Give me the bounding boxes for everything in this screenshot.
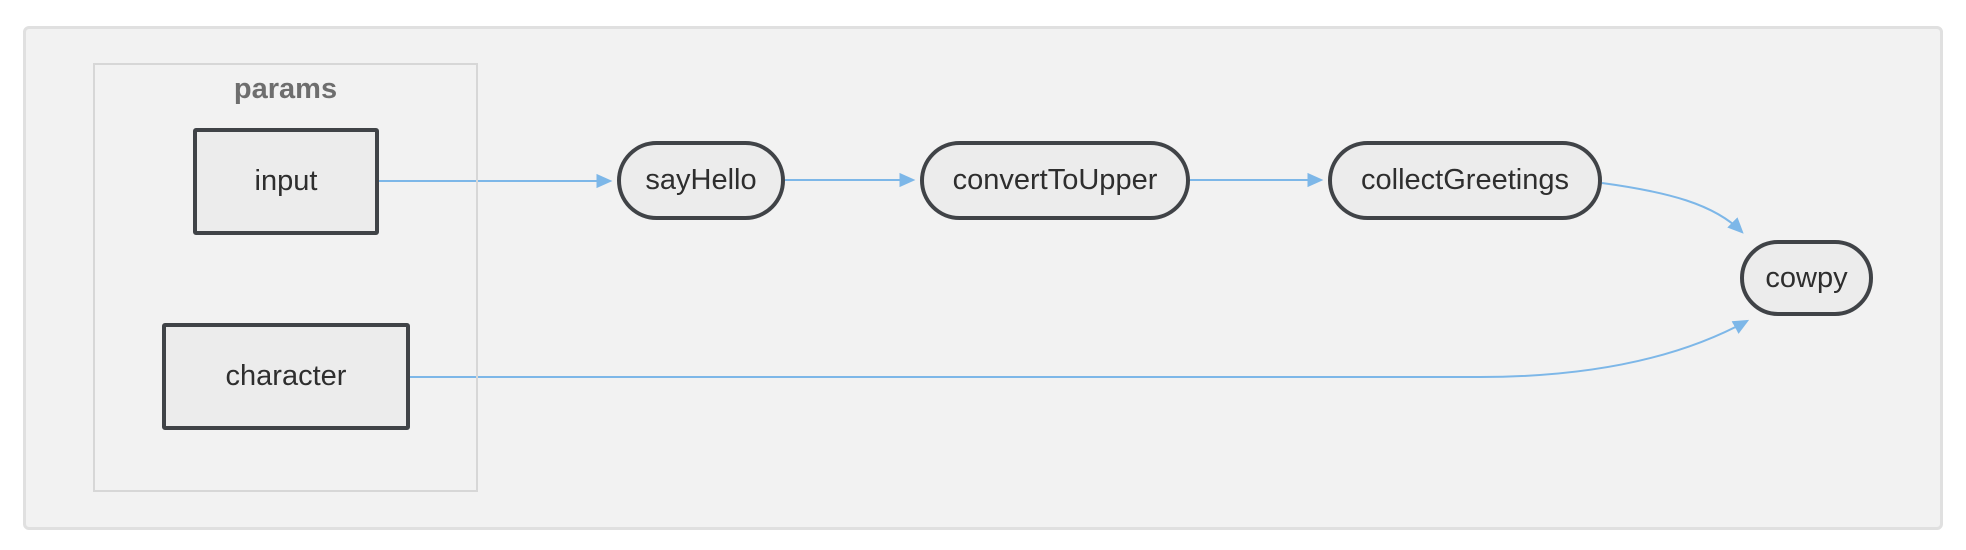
diagram-frame	[23, 26, 1943, 530]
node-convertToUpper[interactable]: convertToUpper	[920, 141, 1190, 220]
node-sayHello[interactable]: sayHello	[617, 141, 785, 220]
node-cowpy[interactable]: cowpy	[1740, 240, 1873, 316]
node-input-label: input	[254, 165, 318, 197]
group-params-label: params	[233, 73, 338, 105]
node-convertToUpper-label: convertToUpper	[952, 164, 1158, 196]
node-sayHello-label: sayHello	[645, 164, 757, 196]
node-collectGreetings-label: collectGreetings	[1361, 164, 1569, 196]
node-character-label: character	[225, 360, 347, 392]
node-input[interactable]: input	[193, 128, 379, 235]
node-character[interactable]: character	[162, 323, 410, 430]
node-collectGreetings[interactable]: collectGreetings	[1328, 141, 1602, 220]
group-params: params	[93, 63, 478, 492]
node-cowpy-label: cowpy	[1765, 261, 1848, 294]
